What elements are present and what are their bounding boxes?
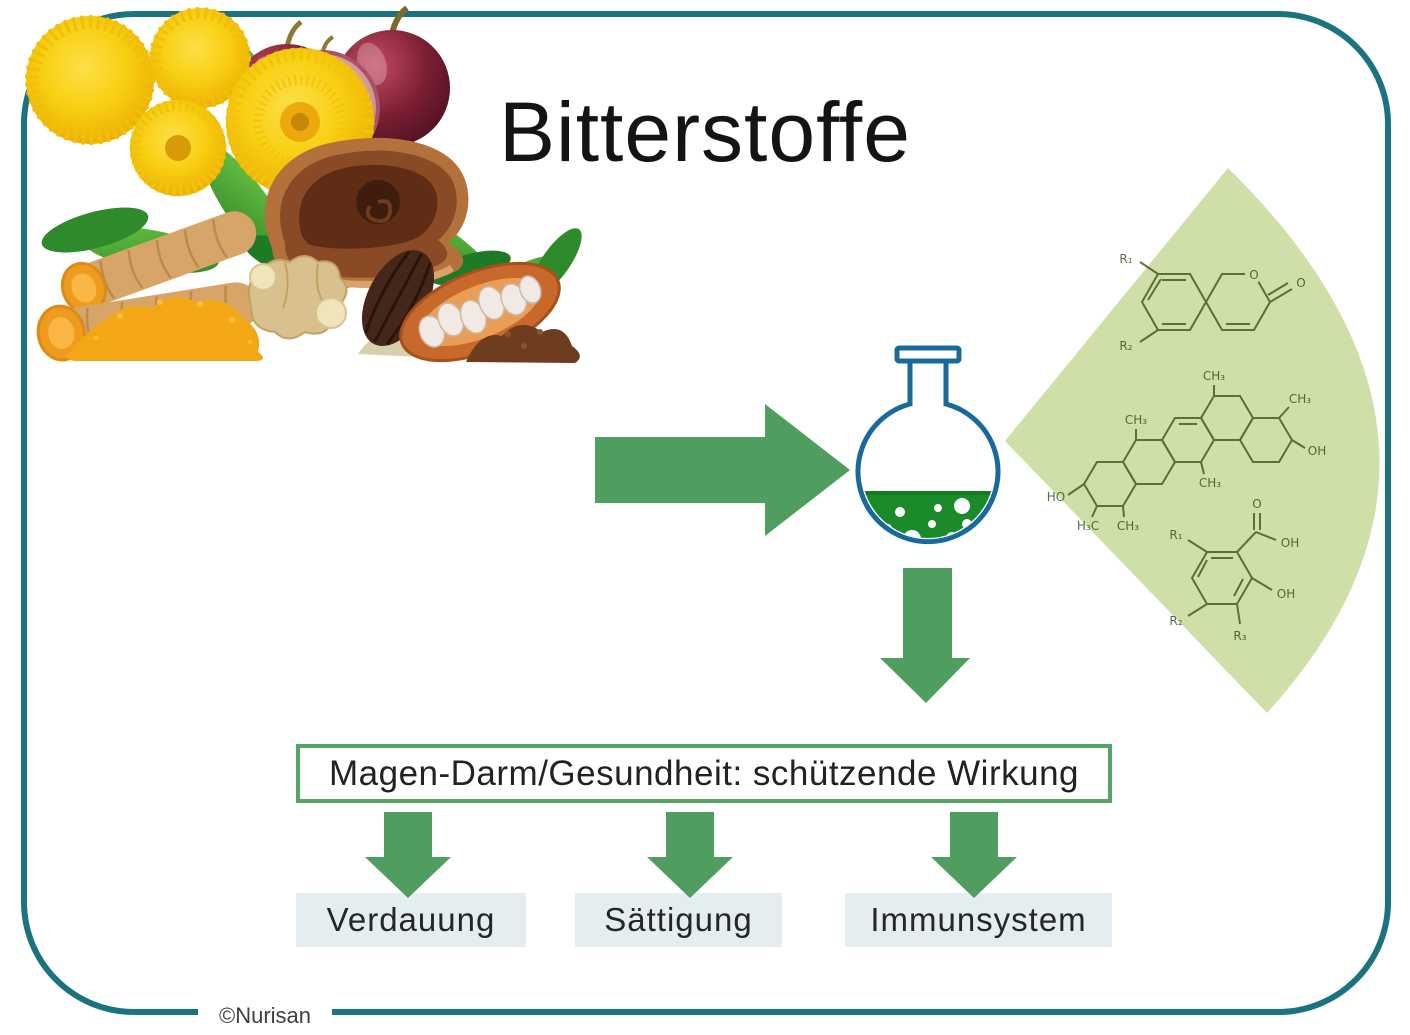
outcome-immunsystem: Immunsystem (845, 893, 1112, 947)
cocoa-powder-illustration (466, 324, 580, 363)
ginger-root-illustration (247, 255, 348, 340)
turmeric-powder-illustration (66, 297, 263, 361)
page-title: Bitterstoffe (499, 85, 911, 179)
result-box: Magen-Darm/Gesundheit: schützende Wirkun… (296, 744, 1112, 803)
frame-border (21, 11, 1391, 1015)
reishi-mushroom-illustration (264, 137, 469, 288)
result-box-label: Magen-Darm/Gesundheit: schützende Wirkun… (328, 753, 1079, 793)
ingredients-collage-illustration (25, 5, 582, 363)
outcome-verdauung: Verdauung (296, 893, 526, 947)
copyright-label: ©Nurisan (198, 1001, 332, 1031)
outcome-saettigung-label: Sättigung (604, 901, 753, 938)
outcome-saettigung: Sättigung (575, 893, 782, 947)
outcome-immunsystem-label: Immunsystem (870, 901, 1087, 938)
outcome-verdauung-label: Verdauung (326, 901, 496, 938)
